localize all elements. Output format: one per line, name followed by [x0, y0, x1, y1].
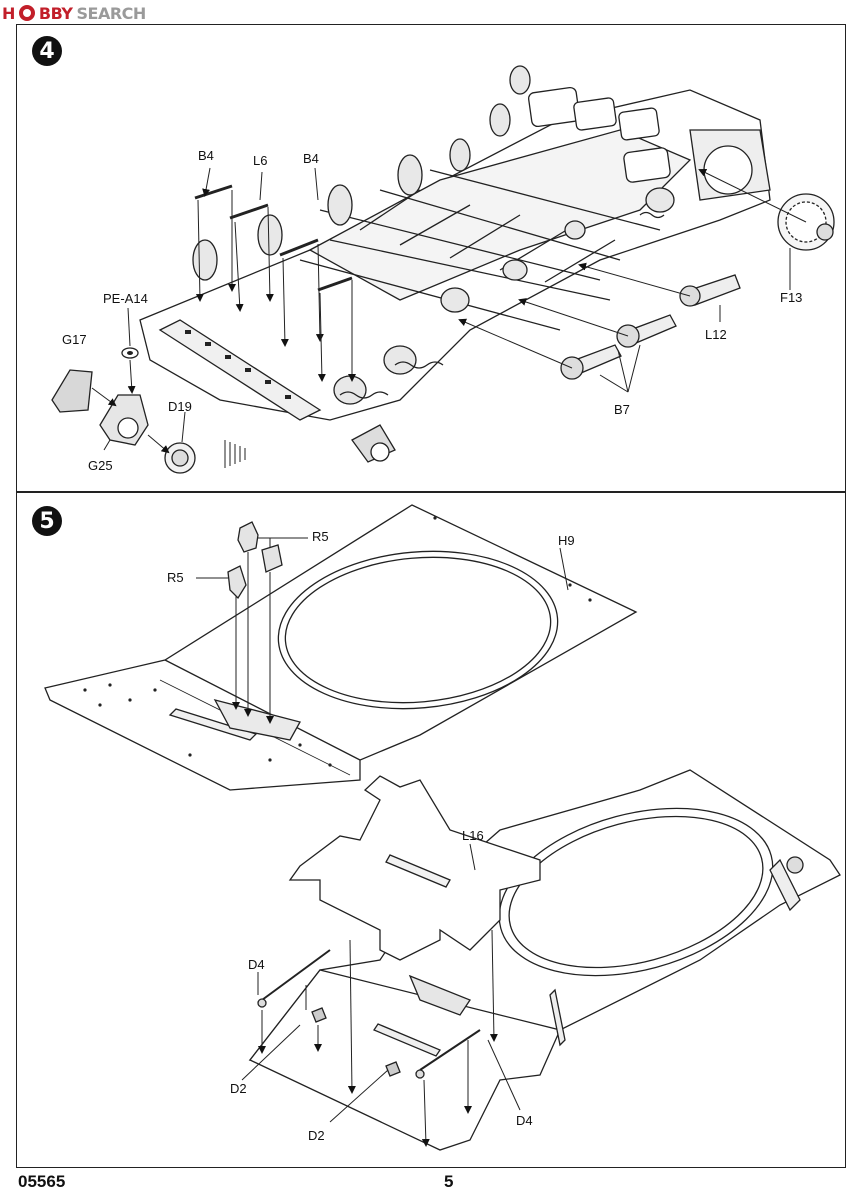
step-5-leader-lines: [196, 537, 569, 1147]
step-4-panel: [16, 24, 846, 492]
label-d2-b: D2: [308, 1128, 325, 1143]
label-l6: L6: [253, 153, 267, 168]
label-g17: G17: [62, 332, 87, 347]
label-l16: L16: [462, 828, 484, 843]
label-b7: B7: [614, 402, 630, 417]
label-d19: D19: [168, 399, 192, 414]
step-4-leader-lines: [91, 167, 807, 454]
label-d4-b: D4: [516, 1113, 533, 1128]
label-f13: F13: [780, 290, 802, 305]
label-b4-b: B4: [303, 151, 319, 166]
watermark-logo-text: BBY: [38, 3, 73, 23]
label-d2-a: D2: [230, 1081, 247, 1096]
label-pe-a14: PE-A14: [103, 291, 148, 306]
watermark-logo: H: [2, 3, 15, 23]
step-5-floor-drawing: [44, 504, 841, 1151]
kit-number: 05565: [18, 1172, 66, 1191]
label-l12: L12: [705, 327, 727, 342]
label-g25: G25: [88, 458, 113, 473]
watermark-logo-icon: [18, 5, 35, 21]
step-4-badge: 4: [32, 36, 62, 66]
label-d4-a: D4: [248, 957, 265, 972]
label-b4-a: B4: [198, 148, 214, 163]
label-r5-b: R5: [167, 570, 184, 585]
page-number: 5: [444, 1172, 454, 1191]
label-r5-a: R5: [312, 529, 329, 544]
step-4-hull-drawing: [51, 65, 835, 474]
watermark: H BBY SEARCH: [2, 2, 146, 24]
step-5-badge: 5: [32, 506, 62, 536]
label-h9: H9: [558, 533, 575, 548]
step-5-panel: [16, 492, 846, 1168]
watermark-search: SEARCH: [76, 3, 147, 23]
